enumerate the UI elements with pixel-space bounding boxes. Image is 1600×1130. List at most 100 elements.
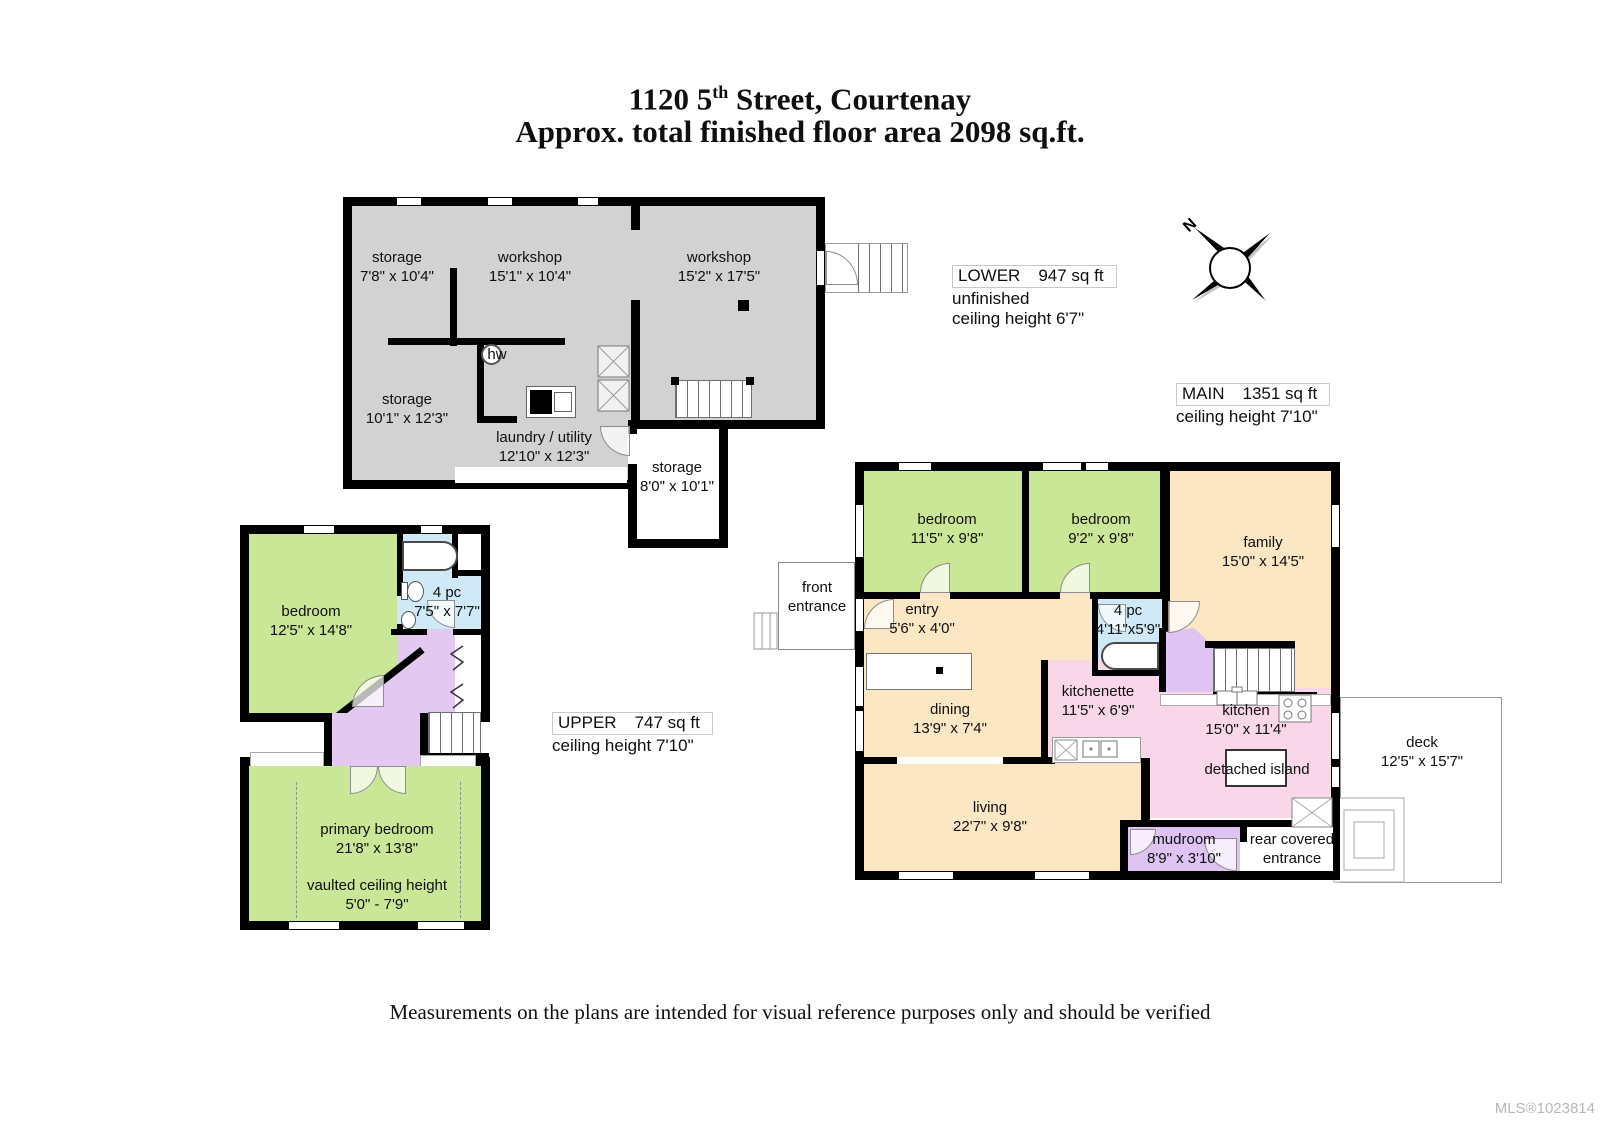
wall — [420, 713, 428, 766]
wall — [1120, 820, 1331, 827]
wall — [1120, 820, 1128, 878]
north-label: N — [1180, 215, 1200, 235]
double-sink — [1082, 740, 1118, 758]
storage-door-opening — [628, 434, 637, 464]
front-steps — [753, 612, 778, 650]
living-room — [864, 764, 1141, 871]
bath-door-opening — [397, 596, 403, 624]
stair-landing — [1166, 628, 1213, 692]
kitchen-sink — [1216, 686, 1258, 706]
entry-closet — [866, 653, 972, 690]
page-title: 1120 5th Street, Courtenay — [628, 81, 972, 117]
wall — [1092, 670, 1170, 676]
main-stairs — [1213, 648, 1295, 692]
upper-stairs — [428, 712, 481, 754]
window — [1331, 766, 1340, 788]
family-nook — [1295, 648, 1331, 688]
primary-door-opening — [342, 757, 415, 766]
hot-water-tank — [481, 344, 502, 365]
x-box — [1054, 739, 1078, 761]
newel-post — [746, 377, 754, 385]
wall — [477, 345, 484, 423]
bath-door-gap — [427, 629, 453, 635]
window — [396, 197, 422, 206]
workshop-opening — [631, 230, 640, 300]
window — [855, 504, 864, 558]
entry-hall — [864, 592, 1092, 660]
wall — [324, 713, 332, 766]
wall — [1240, 820, 1247, 842]
window-mullion — [855, 706, 864, 711]
exterior-stair-treads — [858, 244, 907, 292]
window — [1034, 871, 1090, 880]
wall — [864, 757, 897, 764]
stove — [1278, 694, 1312, 723]
kitchen-island — [1225, 749, 1287, 787]
window — [288, 921, 340, 930]
x-box — [1291, 797, 1333, 828]
wall — [397, 534, 403, 629]
primary-bedroom — [249, 766, 481, 921]
window — [898, 462, 932, 471]
closet-handle — [936, 667, 943, 674]
front-entrance — [778, 562, 855, 650]
window — [303, 525, 335, 534]
wall — [1205, 641, 1295, 648]
wall — [1162, 592, 1170, 648]
post — [738, 300, 749, 311]
door-opening — [816, 250, 825, 286]
upper-closet — [458, 534, 481, 572]
wall — [1092, 592, 1098, 676]
window — [1042, 462, 1082, 471]
wall — [864, 592, 1170, 599]
deck-door-opening — [1331, 712, 1340, 760]
window — [420, 525, 443, 534]
rear-covered-entrance — [1247, 827, 1333, 871]
window — [417, 921, 465, 930]
window — [898, 871, 954, 880]
window — [487, 197, 513, 206]
front-door-opening — [855, 598, 864, 632]
wall — [1022, 471, 1029, 592]
wall — [1003, 757, 1055, 764]
break-line — [449, 645, 465, 671]
wall — [388, 338, 565, 345]
wall — [1141, 758, 1150, 822]
washer — [530, 390, 552, 414]
compass-rose: N — [1180, 215, 1272, 302]
island-label: detached island — [1204, 761, 1310, 778]
opening — [455, 467, 627, 483]
door-arc — [1098, 604, 1126, 632]
window — [1085, 462, 1109, 471]
door-opening — [920, 592, 950, 599]
interior-stairs — [675, 380, 752, 418]
page-subtitle: Approx. total finished floor area 2098 s… — [515, 114, 1085, 149]
bathtub — [1101, 642, 1159, 670]
dryer — [554, 392, 572, 412]
window — [577, 197, 599, 206]
window — [1331, 504, 1340, 548]
lower-storage-extension — [628, 420, 728, 548]
door-opening — [1060, 592, 1090, 599]
wall — [1041, 660, 1048, 764]
